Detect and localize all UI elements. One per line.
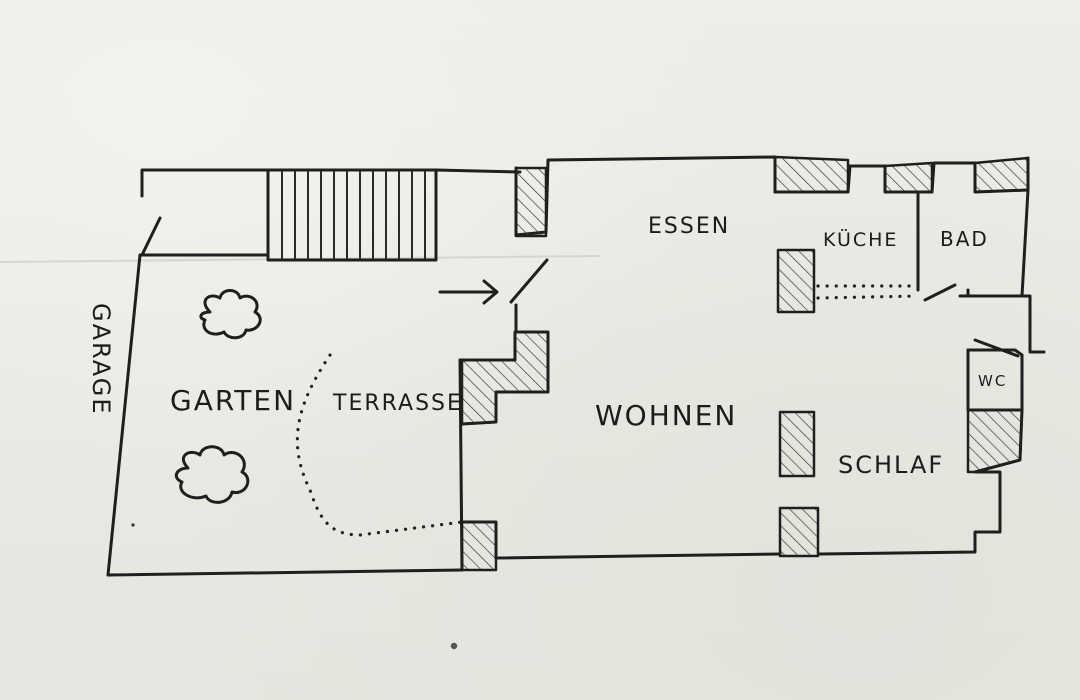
tree-icon (174, 445, 250, 504)
kitchen-counter-dots-2 (816, 294, 920, 300)
interior-walls (916, 190, 1020, 358)
masonry-blocks (460, 155, 1030, 572)
staircase (266, 168, 438, 262)
label-terrasse: TERRASSE (332, 391, 463, 416)
label-essen: ESSEN (648, 214, 730, 239)
label-bad: BAD (940, 227, 989, 251)
label-kueche: KÜCHE (823, 228, 898, 251)
entrance-arrow-icon (438, 279, 499, 305)
ink-speck (450, 642, 458, 650)
garden-boundary (106, 168, 522, 577)
label-garten: GARTEN (170, 384, 296, 417)
label-garage: GARAGE (87, 303, 115, 415)
ink-dot (131, 523, 135, 527)
label-schlaf: SCHLAF (838, 451, 944, 479)
label-wohnen: WOHNEN (595, 399, 737, 432)
tree-icon (199, 289, 262, 340)
label-wc: WC (978, 372, 1007, 390)
terrace-boundary-dots (295, 353, 464, 537)
